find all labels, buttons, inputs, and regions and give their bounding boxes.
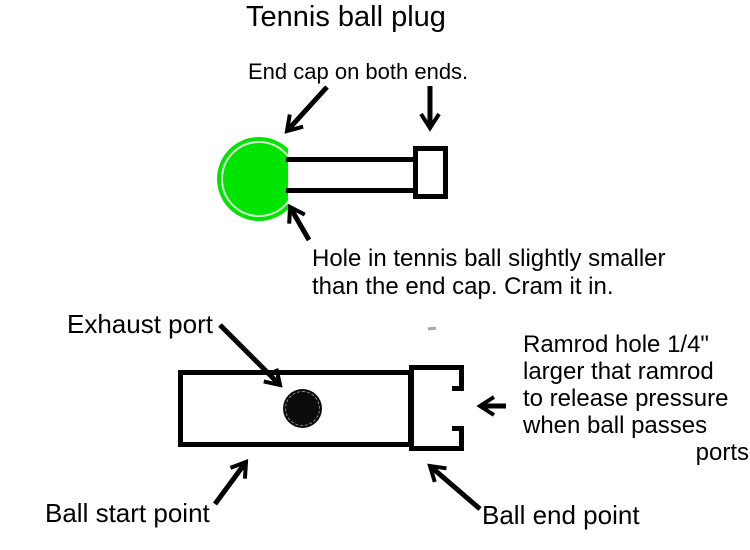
end-cap-note: End cap on both ends.	[248, 59, 469, 84]
ramrod-note-line-1: Ramrod hole 1/4"	[523, 331, 709, 358]
end-cap-lower-bottom-edge	[409, 446, 464, 451]
arrow-ballstart-to-barrel	[212, 459, 249, 506]
hole-note-line-1: Hole in tennis ball slightly smaller	[312, 245, 666, 272]
hole-note: Hole in tennis ball slightly smaller tha…	[312, 245, 665, 301]
ramrod-note-line-3: to release pressure	[523, 385, 729, 412]
ramrod-note-line-2: larger that ramrod	[523, 358, 714, 385]
end-cap-upper	[413, 146, 448, 199]
ramrod-note-line-4: when ball passes	[523, 412, 708, 439]
exhaust-port-label: Exhaust port	[67, 309, 213, 339]
ramrod-hole-upper-hook	[452, 386, 464, 391]
barrel-rect	[178, 370, 413, 447]
ball-end-label: Ball end point	[482, 500, 640, 530]
end-cap-lower-left-edge	[409, 365, 414, 451]
ramrod-hole-lower-hook	[452, 426, 464, 431]
exhaust-port-hole	[283, 389, 322, 428]
arrow-endcap-note-to-ball	[284, 85, 329, 134]
tube-bottom-line	[286, 188, 417, 193]
ramrod-hole-upper-edge	[459, 365, 464, 391]
stray-pencil-mark	[427, 326, 437, 331]
ramrod-note-line-5: ports	[695, 439, 749, 466]
arrow-holenote-to-ball	[287, 203, 312, 242]
ramrod-note: Ramrod hole 1/4" larger that ramrod to r…	[523, 331, 749, 466]
end-cap-lower-top-edge	[409, 365, 464, 370]
end-cap-lower	[409, 365, 464, 451]
ball-start-label: Ball start point	[45, 498, 210, 528]
tennis-ball-shape	[217, 137, 288, 221]
hole-note-line-2: than the end cap. Cram it in.	[312, 273, 614, 300]
arrow-ballend-to-cap	[427, 463, 482, 511]
tennis-ball	[217, 137, 288, 221]
ramrod-hole-lower-edge	[459, 426, 464, 451]
tennis-ball-seam-ring	[221, 141, 288, 217]
page-title: Tennis ball plug	[246, 1, 446, 33]
tube-top-line	[286, 157, 417, 162]
